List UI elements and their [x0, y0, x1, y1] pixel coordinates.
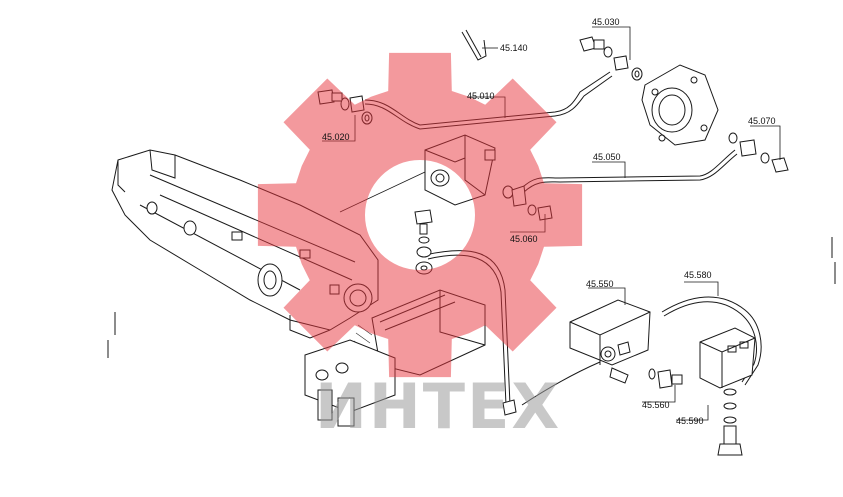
watermark-gear-icon — [257, 52, 583, 378]
part-label-45-580: 45.580 — [684, 270, 712, 280]
part-label-45-010: 45.010 — [467, 91, 495, 101]
sensor-cable — [502, 361, 601, 416]
part-label-45-070: 45.070 — [748, 116, 776, 126]
part-label-45-020: 45.020 — [322, 132, 350, 142]
part-label-45-140: 45.140 — [500, 43, 528, 53]
connector-block — [699, 327, 756, 389]
fittings-top-right — [579, 36, 643, 81]
fittings-45-590 — [717, 388, 743, 456]
part-label-45-590: 45.590 — [676, 416, 704, 426]
part-label-45-060: 45.060 — [510, 234, 538, 244]
fittings-45-560 — [648, 368, 683, 389]
edge-marks — [107, 237, 836, 358]
flange-part — [641, 64, 719, 146]
pipe-45-580 — [661, 296, 762, 386]
watermark-text: ИНТЕХ — [315, 370, 561, 443]
part-label-45-030: 45.030 — [592, 17, 620, 27]
part-label-45-560: 45.560 — [642, 400, 670, 410]
fittings-right — [728, 132, 789, 173]
part-labels: 45.010 45.020 45.030 45.050 45.060 45.07… — [322, 17, 776, 426]
clip-45-140 — [461, 29, 487, 61]
part-label-45-550: 45.550 — [586, 279, 614, 289]
bolt-stack — [414, 209, 433, 275]
part-label-45-050: 45.050 — [593, 152, 621, 162]
sensor-bracket — [569, 299, 651, 384]
